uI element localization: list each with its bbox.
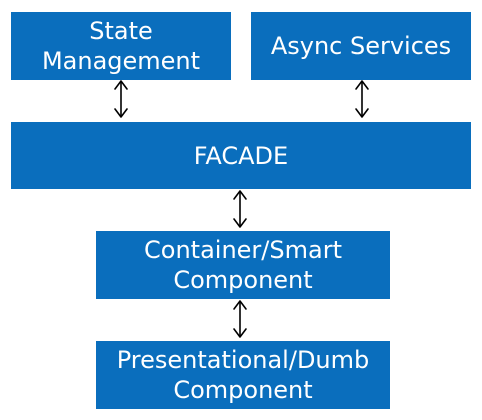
arrow-facade-container [233,190,247,228]
state-management-node: State Management [11,12,231,80]
async-services-node: Async Services [251,12,471,80]
facade-label: FACADE [193,141,289,170]
state-management-label: State Management [41,17,201,75]
container-component-node: Container/Smart Component [96,231,390,299]
arrow-state-facade [114,80,128,118]
async-services-label: Async Services [270,32,452,60]
arrow-container-presentational [233,300,247,338]
arrow-async-facade [355,80,369,118]
container-component-label: Container/Smart Component [144,236,342,294]
presentational-component-label: Presentational/Dumb Component [116,346,370,404]
facade-node: FACADE [11,122,471,189]
presentational-component-node: Presentational/Dumb Component [96,341,390,409]
